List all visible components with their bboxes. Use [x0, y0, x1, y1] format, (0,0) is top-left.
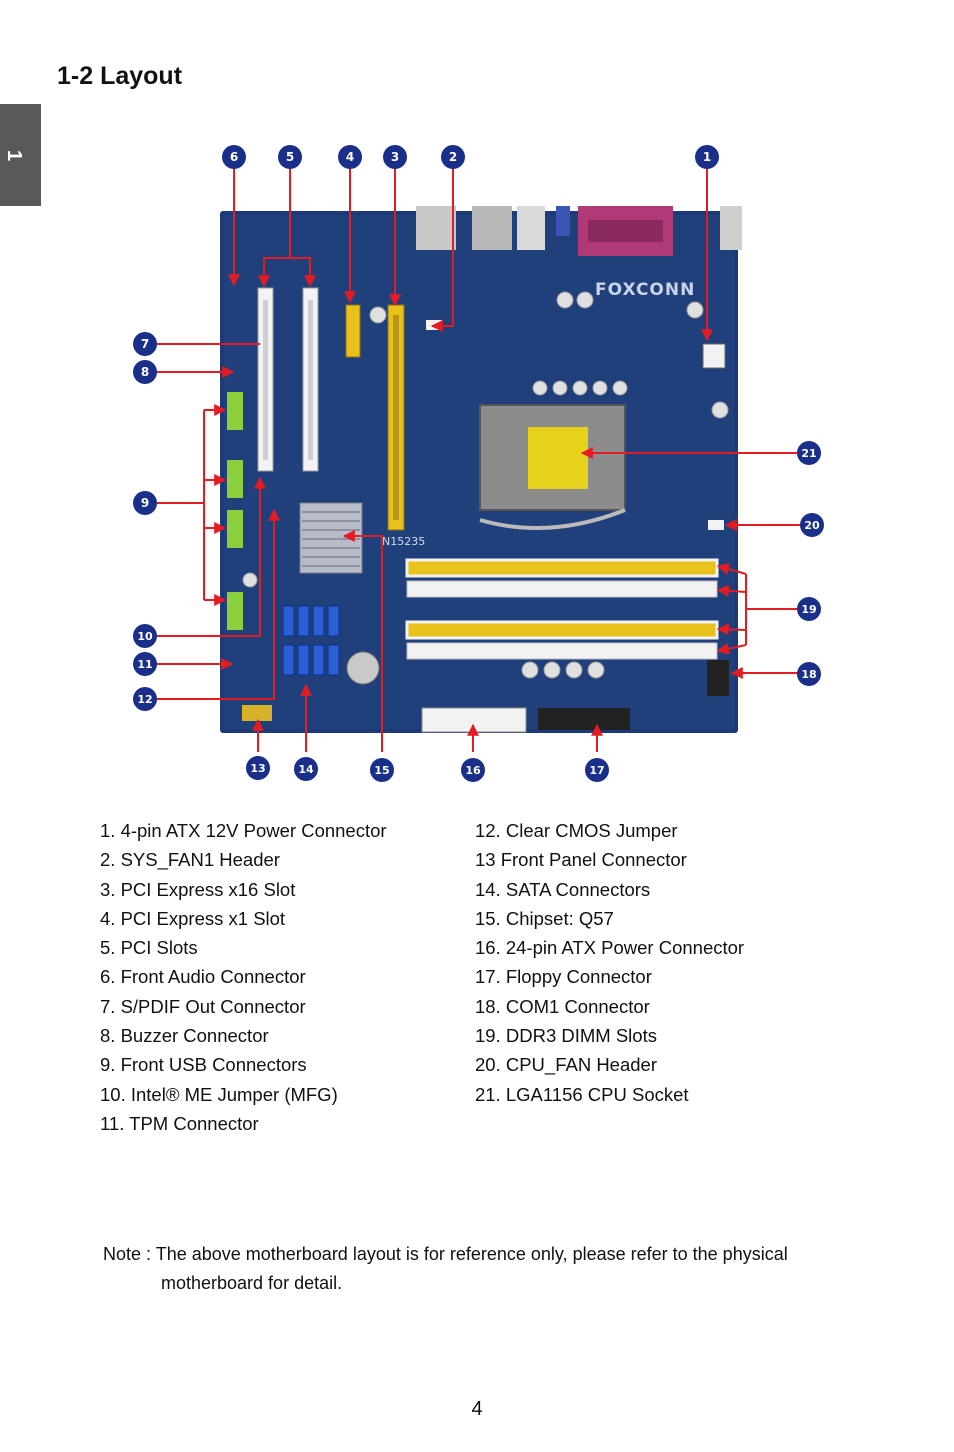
- svg-text:2: 2: [449, 150, 457, 164]
- legend-item: 14. SATA Connectors: [475, 878, 651, 900]
- legend-item: 7. S/PDIF Out Connector: [100, 995, 306, 1017]
- legend-item: 5. PCI Slots: [100, 937, 198, 959]
- front-panel-header: [242, 705, 272, 721]
- legend-item: 16. 24-pin ATX Power Connector: [475, 937, 745, 959]
- svg-text:1: 1: [703, 150, 711, 164]
- front-usb-header-2: [227, 460, 243, 498]
- note-line-1: Note : The above motherboard layout is f…: [103, 1244, 788, 1264]
- callout-badge-15: 15: [370, 758, 394, 782]
- legend-item: 10. Intel® ME Jumper (MFG): [100, 1083, 338, 1105]
- atx-12v-connector: [702, 343, 726, 369]
- cpu-fan-header: [708, 520, 724, 530]
- callout-badge-8: 8: [133, 360, 157, 384]
- legend-item: 2. SYS_FAN1 Header: [100, 849, 280, 871]
- legend-item: 17. Floppy Connector: [475, 966, 652, 988]
- callout-badge-20: 20: [800, 513, 824, 537]
- board-model-label: N15235: [382, 535, 425, 548]
- callout-badge-18: 18: [797, 662, 821, 686]
- svg-text:11: 11: [137, 658, 152, 671]
- svg-text:21: 21: [801, 447, 816, 460]
- section-title: 1-2 Layout: [57, 62, 183, 90]
- svg-text:3: 3: [391, 150, 399, 164]
- reference-note: Note : The above motherboard layout is f…: [103, 1240, 788, 1298]
- chapter-tab: 1: [0, 104, 41, 206]
- motherboard-layout-figure: FOXCONN N15235: [133, 145, 824, 782]
- svg-text:8: 8: [141, 365, 149, 379]
- callout-badge-21: 21: [797, 441, 821, 465]
- svg-text:6: 6: [230, 150, 238, 164]
- dimm-slot-2: [406, 580, 718, 598]
- callout-badge-5: 5: [278, 145, 302, 169]
- legend-item: 21. LGA1156 CPU Socket: [475, 1083, 689, 1105]
- callout-badge-7: 7: [133, 332, 157, 356]
- svg-text:19: 19: [801, 603, 816, 616]
- callout-badge-14: 14: [294, 757, 318, 781]
- floppy-connector: [538, 708, 630, 730]
- legend-item: 19. DDR3 DIMM Slots: [475, 1025, 657, 1047]
- callout-badge-2: 2: [441, 145, 465, 169]
- callout-badge-9: 9: [133, 491, 157, 515]
- dimm-slot-3: [405, 620, 719, 640]
- svg-text:16: 16: [465, 764, 481, 777]
- callout-badge-11: 11: [133, 652, 157, 676]
- callout-badge-17: 17: [585, 758, 609, 782]
- cmos-battery: [346, 651, 380, 685]
- brand-logo: FOXCONN: [595, 280, 695, 300]
- front-usb-header-3: [227, 510, 243, 548]
- legend-item: 1. 4-pin ATX 12V Power Connector: [100, 820, 387, 841]
- callout-arrows: [156, 166, 808, 752]
- svg-text:20: 20: [804, 519, 820, 532]
- com1-header: [707, 660, 729, 696]
- legend-item: 4. PCI Express x1 Slot: [100, 907, 286, 929]
- legend-item: 9. Front USB Connectors: [100, 1054, 307, 1076]
- cpu-socket-cover: [528, 427, 588, 489]
- legend-item: 15. Chipset: Q57: [475, 907, 614, 929]
- callout-badge-3: 3: [383, 145, 407, 169]
- callout-badge-1: 1: [695, 145, 719, 169]
- callout-badge-16: 16: [461, 758, 485, 782]
- callout-badge-12: 12: [133, 687, 157, 711]
- callout-badge-4: 4: [338, 145, 362, 169]
- legend-item: 8. Buzzer Connector: [100, 1025, 269, 1047]
- svg-text:15: 15: [374, 764, 389, 777]
- sata-connectors: [282, 605, 340, 676]
- svg-text:13: 13: [250, 762, 265, 775]
- dimm-slot-4: [406, 642, 718, 660]
- rear-io-panel: [416, 206, 742, 256]
- legend-item: 20. CPU_FAN Header: [475, 1054, 658, 1076]
- legend-right-column: 12. Clear CMOS Jumper 13 Front Panel Con…: [475, 816, 744, 1109]
- front-usb-header-1: [227, 392, 243, 430]
- pcie-x1-slot: [345, 304, 361, 358]
- callout-badge-6: 6: [222, 145, 246, 169]
- chapter-number: 1: [3, 149, 26, 162]
- svg-text:17: 17: [589, 764, 604, 777]
- svg-text:18: 18: [801, 668, 816, 681]
- svg-text:10: 10: [137, 630, 153, 643]
- legend-item: 11. TPM Connector: [100, 1112, 259, 1134]
- svg-text:7: 7: [141, 337, 149, 351]
- page-number: 4: [471, 1398, 483, 1420]
- note-line-2: motherboard for detail.: [161, 1273, 343, 1293]
- callout-badge-13: 13: [246, 756, 270, 780]
- legend-item: 18. COM1 Connector: [475, 995, 650, 1017]
- legend-item: 6. Front Audio Connector: [100, 966, 306, 988]
- svg-text:14: 14: [298, 763, 314, 776]
- legend-item: 3. PCI Express x16 Slot: [100, 878, 296, 900]
- svg-text:5: 5: [286, 150, 294, 164]
- svg-text:12: 12: [137, 693, 152, 706]
- svg-text:9: 9: [141, 496, 149, 510]
- callout-badge-19: 19: [797, 597, 821, 621]
- svg-text:4: 4: [346, 150, 354, 164]
- legend-left-column: 1. 4-pin ATX 12V Power Connector 2. SYS_…: [100, 816, 387, 1138]
- front-usb-header-4: [227, 592, 243, 630]
- legend-item: 12. Clear CMOS Jumper: [475, 820, 678, 841]
- legend-item: 13 Front Panel Connector: [475, 849, 687, 871]
- callout-badge-10: 10: [133, 624, 157, 648]
- dimm-slot-1: [405, 558, 719, 578]
